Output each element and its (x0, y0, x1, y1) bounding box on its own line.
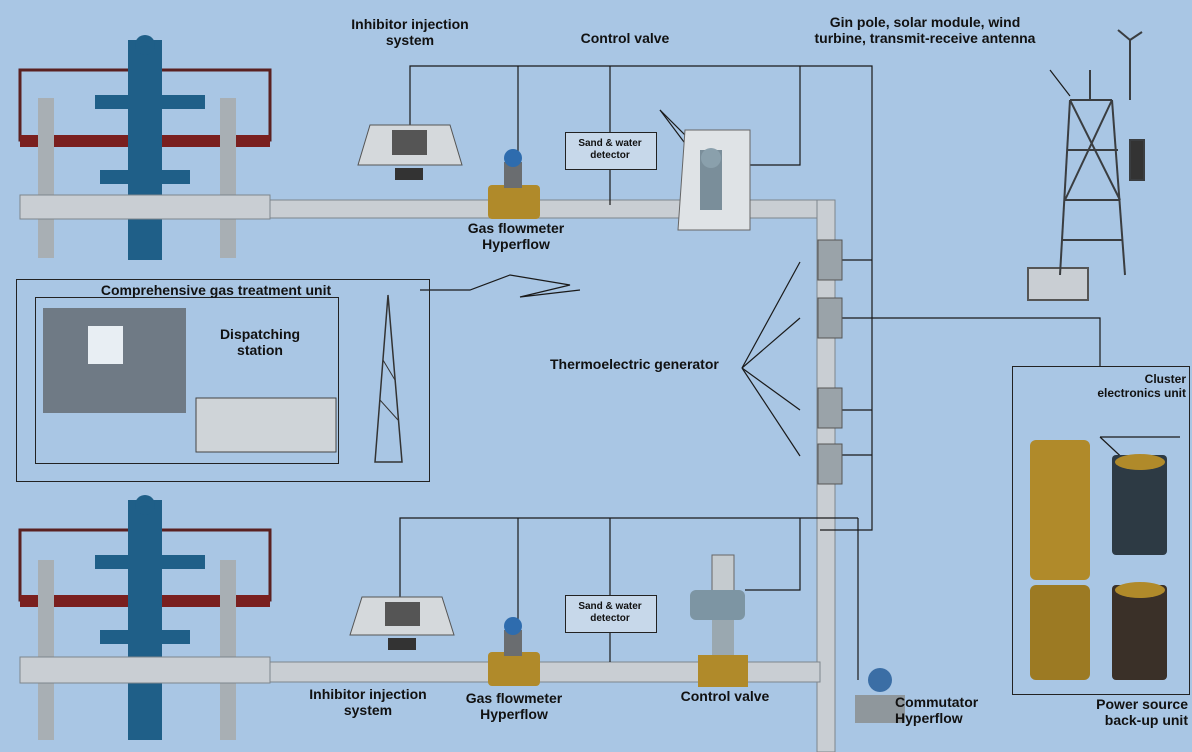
sand-water-box-bottom (565, 595, 657, 633)
label-line: system (343, 702, 393, 718)
label-line: Commutator (895, 694, 979, 710)
inhibitor-unit-top (357, 124, 463, 180)
label-line: Hyperflow (895, 710, 963, 726)
label-line: Gas flowmeter (465, 690, 563, 706)
commutator-device (855, 668, 905, 723)
thermoelectric-generators (817, 239, 843, 485)
inhibitor-unit-bottom (349, 596, 455, 650)
label-commutator: Commutator Hyperflow (895, 694, 995, 726)
label-comprehensive-unit: Comprehensive gas treatment unit (100, 282, 332, 298)
control-valve-top (677, 129, 751, 231)
label-line: Dispatching (219, 326, 301, 342)
label-line: Power source (1096, 696, 1188, 712)
label-line: Cluster (1144, 372, 1186, 386)
label-inhibitor-bottom: Inhibitor injection system (298, 686, 438, 718)
label-line: back-up unit (1104, 712, 1188, 728)
label-line: Gin pole, solar module, wind (829, 14, 1021, 30)
dispatching-photos (43, 308, 337, 453)
cluster-frame (1012, 366, 1190, 695)
label-line: turbine, transmit-receive antenna (814, 30, 1036, 46)
label-gin-pole: Gin pole, solar module, wind turbine, tr… (770, 14, 1080, 46)
comprehensive-unit-frame (16, 279, 430, 482)
label-dispatching-station: Dispatching station (205, 326, 315, 358)
dispatching-frame (35, 297, 339, 464)
label-control-valve-top: Control valve (580, 30, 670, 46)
label-inhibitor-top: Inhibitor injection system (340, 16, 480, 48)
label-gas-flowmeter-top: Gas flowmeter Hyperflow (446, 220, 586, 252)
label-line: detector (590, 613, 630, 624)
label-line: Sand & water (578, 601, 642, 612)
label-line: Hyperflow (480, 706, 548, 722)
label-thermoelectric-generator: Thermoelectric generator (550, 356, 719, 372)
label-line: station (237, 342, 283, 358)
gas-flowmeter-top (488, 149, 540, 219)
wellhead-top (18, 35, 272, 260)
label-control-valve-bottom: Control valve (680, 688, 770, 704)
label-line: Gas flowmeter (467, 220, 565, 236)
antenna-mast (374, 294, 403, 463)
label-line: system (385, 32, 435, 48)
label-line: Inhibitor injection (309, 686, 427, 702)
radio-link-icon (420, 274, 581, 298)
sand-water-box-top (565, 132, 657, 170)
label-line: Sand & water (578, 138, 642, 149)
gin-pole-tower (1027, 29, 1145, 301)
label-line: detector (590, 150, 630, 161)
label-sand-water-top: Sand & water detector (566, 138, 654, 162)
power-backup-cylinders (1030, 440, 1167, 680)
wellhead-bottom (18, 495, 272, 740)
label-cluster-electronics: Cluster electronics unit (1048, 372, 1186, 400)
label-power-source: Power source back-up unit (1060, 696, 1188, 728)
label-line: Inhibitor injection (351, 16, 469, 32)
label-line: electronics unit (1097, 386, 1186, 400)
gas-flowmeter-bottom (488, 617, 540, 686)
label-sand-water-bottom: Sand & water detector (566, 601, 654, 625)
label-gas-flowmeter-bottom: Gas flowmeter Hyperflow (444, 690, 584, 722)
generator-leader-lines (741, 261, 801, 457)
label-line: Hyperflow (482, 236, 550, 252)
control-valve-bottom (690, 554, 748, 687)
